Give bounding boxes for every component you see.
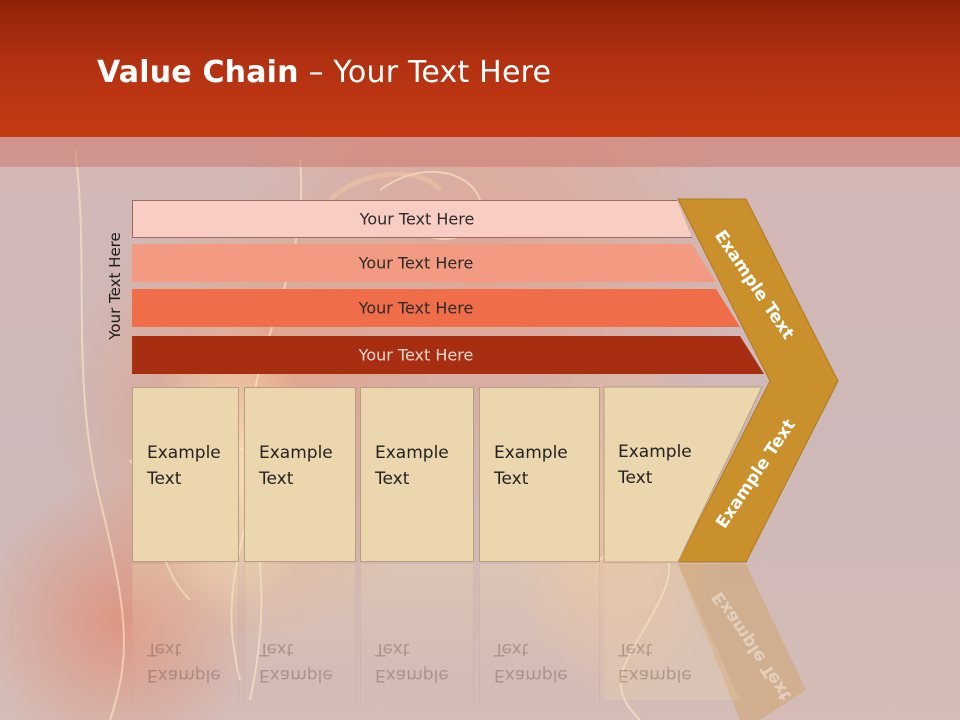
box-1-reflection-text: Example Text	[147, 636, 221, 688]
box-3-reflection-line2: Text	[375, 639, 410, 659]
box-5-reflection-line2: Text	[618, 639, 653, 659]
bar-1: Your Text Here	[132, 200, 692, 238]
slide-title: Value Chain – Your Text Here	[97, 55, 551, 90]
bar-4: Your Text Here	[132, 336, 764, 374]
chevron-reflection	[678, 564, 806, 720]
box-4-reflection-line2: Text	[494, 639, 529, 659]
box-2-reflection-line2: Text	[259, 639, 294, 659]
box-2-reflection-text: Example Text	[259, 636, 333, 688]
bar-3-label: Your Text Here	[358, 298, 474, 318]
box-2-line1: Example	[259, 443, 333, 463]
box-4-line1: Example	[494, 443, 568, 463]
bar-1-label: Your Text Here	[359, 209, 475, 229]
title-bold: Value Chain	[97, 55, 299, 90]
box-5-reflection-line1: Example	[618, 665, 692, 685]
box-4-reflection-line1: Example	[494, 665, 568, 685]
box-3-reflection: Example Text	[360, 564, 474, 704]
box-1-reflection: Example Text	[132, 564, 239, 704]
title-rest: – Your Text Here	[298, 55, 552, 90]
box-5-shape	[603, 386, 763, 563]
bar-4-label: Your Text Here	[358, 345, 474, 365]
box-5-line2: Text	[618, 468, 653, 488]
box-2-line2: Text	[259, 469, 294, 489]
box-5-reflection-text: Example Text	[618, 636, 692, 688]
box-2-reflection-line1: Example	[259, 665, 333, 685]
box-3-reflection-line1: Example	[375, 665, 449, 685]
box-3-line2: Text	[375, 469, 410, 489]
box-3-line1: Example	[375, 443, 449, 463]
chevron-shape	[677, 198, 839, 563]
box-4-reflection: Example Text	[479, 564, 600, 704]
box-1-reflection-line2: Text	[147, 639, 182, 659]
header-strip	[0, 137, 960, 167]
bar-2-label: Your Text Here	[358, 253, 474, 273]
box-1-reflection-line1: Example	[147, 665, 221, 685]
bar-3: Your Text Here	[132, 289, 740, 327]
box-1-line1: Example	[147, 443, 221, 463]
box-3-reflection-text: Example Text	[375, 636, 449, 688]
box-5-reflection: Example Text	[604, 564, 692, 704]
box-2-reflection: Example Text	[244, 564, 356, 704]
box-5-line1: Example	[618, 442, 692, 462]
bar-2: Your Text Here	[132, 244, 716, 282]
box-4-line2: Text	[494, 469, 529, 489]
box-5-reflection	[604, 564, 740, 700]
box-1-line2: Text	[147, 469, 182, 489]
header-band	[0, 0, 960, 137]
box-4-reflection-text: Example Text	[494, 636, 568, 688]
